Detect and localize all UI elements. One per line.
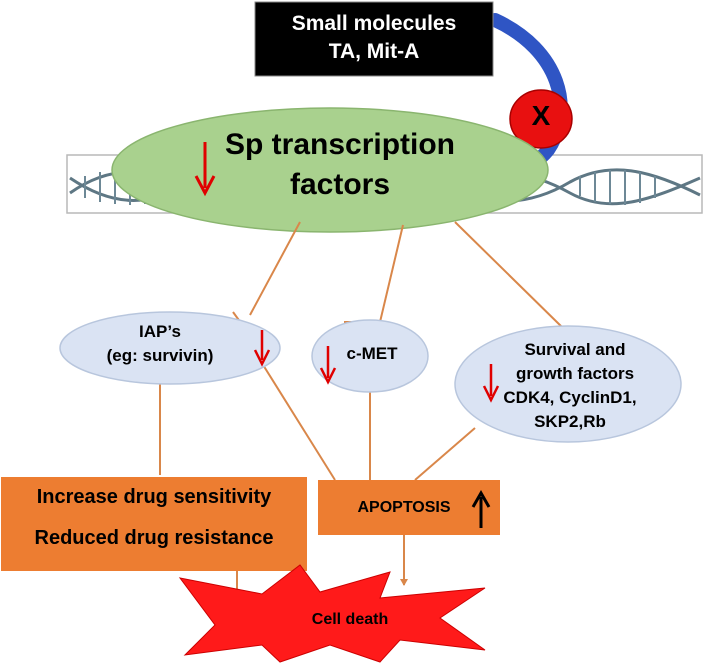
drug-line2: Reduced drug resistance [34,527,274,549]
drug-line1: Increase drug sensitivity [36,486,272,508]
down-arrow-icon [253,330,271,367]
cmet-ellipse [311,319,429,393]
survival-line1: Survival and [524,340,626,359]
apoptosis-label: APOPTOSIS [357,499,451,516]
survival-line3: CDK4, CyclinD1, [503,388,637,407]
sp-factors-line1: Sp transcription [224,128,456,161]
sp-factors-line2: factors [289,168,391,201]
up-arrow-icon [471,489,491,528]
small-molecules-line1: Small molecules [291,12,457,35]
block-marker-label: X [531,100,551,131]
down-arrow-icon [482,364,500,403]
iap-line1: IAP’s [139,322,181,341]
iap-ellipse [59,311,281,385]
iap-line2: (eg: survivin) [106,346,214,365]
survival-ellipse [454,325,682,443]
cmet-label: c-MET [346,344,398,363]
apoptosis-box [318,480,500,535]
block-marker [509,89,573,149]
sp-factors-ellipse [111,107,549,233]
down-arrow-icon [319,346,337,385]
small-molecules-line2: TA, Mit-A [328,40,420,63]
drug-box [1,477,307,571]
survival-line2: growth factors [515,364,635,383]
cell-death-starburst [178,564,486,663]
down-arrow-icon [194,142,216,197]
survival-line4: SKP2,Rb [534,412,606,431]
cell-death-label: Cell death [311,611,389,628]
small-molecules-box [254,1,494,77]
